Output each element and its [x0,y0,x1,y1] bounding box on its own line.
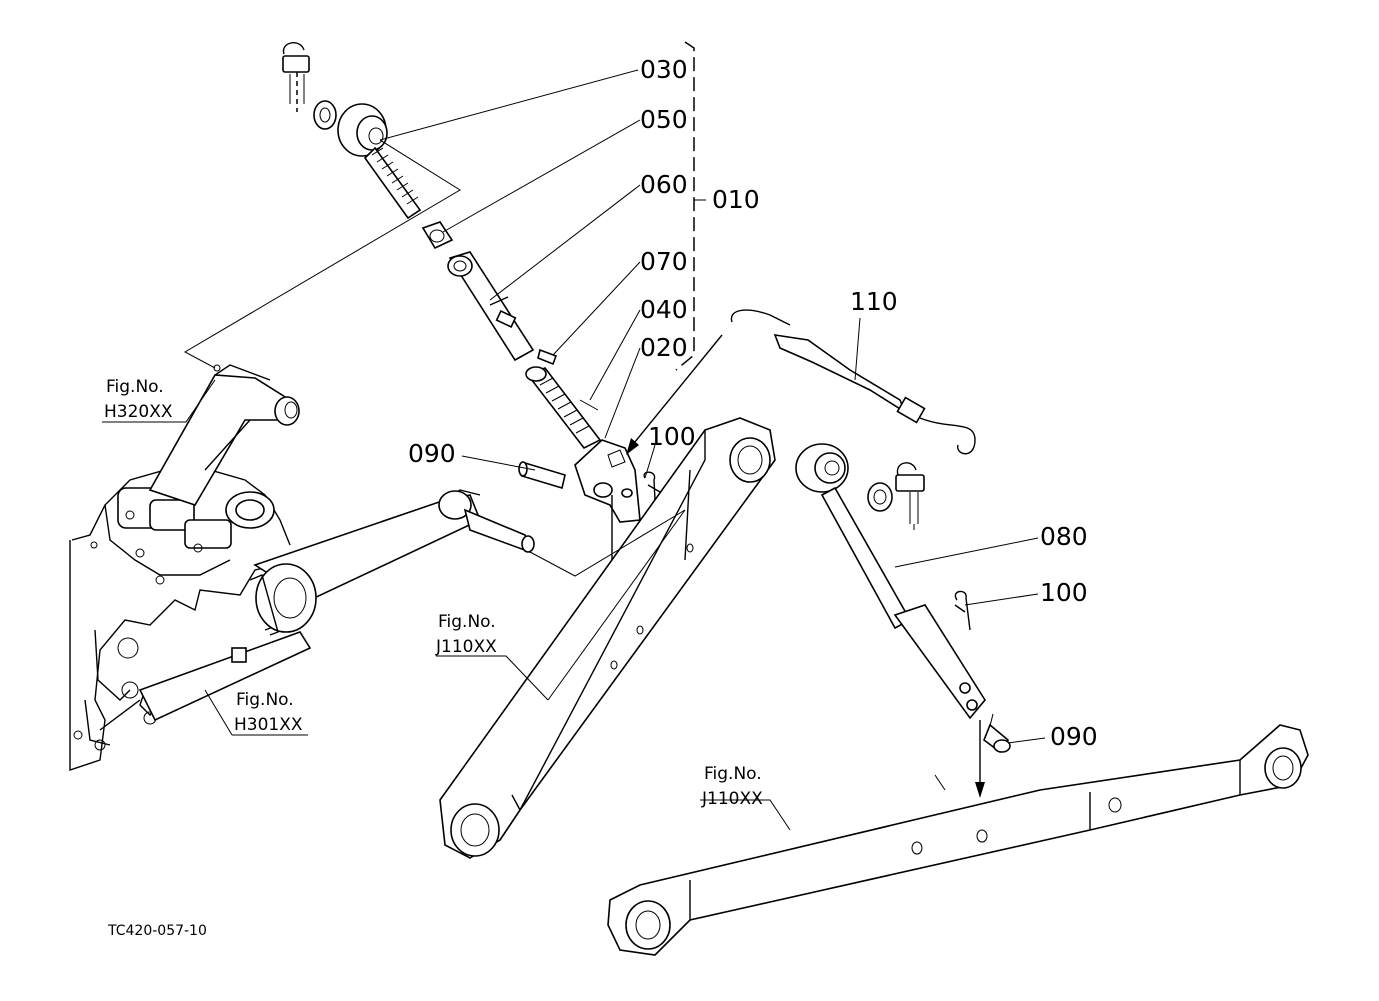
fig-ref-j110-right-caption: Fig.No. [704,764,762,784]
leader-lines [102,69,1046,831]
fig-ref-j110-left-number: J110XX [435,637,497,657]
fig-ref-h301-number: H301XX [234,715,303,735]
part-label-080: 080 [1040,522,1088,551]
cross-shaft-arm [249,489,535,636]
lift-rod [795,443,1011,798]
part-label-030: 030 [640,55,688,84]
part-label-070: 070 [640,247,688,276]
tractor-housing [69,469,321,771]
part-label-040: 040 [640,295,688,324]
part-label-020: 020 [640,333,688,362]
part-label-100-upper: 100 [648,422,696,451]
lift-arm [148,364,300,506]
fig-ref-h320-caption: Fig.No. [106,377,164,397]
lower-link-left [439,417,776,859]
part-label-090-lower: 090 [1050,722,1098,751]
part-label-100-lower: 100 [1040,578,1088,607]
fig-ref-j110-right-number: J110XX [701,789,763,809]
drawing-code: TC420-057-10 [107,923,207,939]
check-chain [626,309,976,455]
part-label-110: 110 [850,287,898,316]
part-label-050: 050 [640,105,688,134]
part-label-060: 060 [640,170,688,199]
top-link-assembly [282,41,706,618]
fig-ref-j110-left-caption: Fig.No. [438,612,496,632]
part-label-090-upper: 090 [408,439,456,468]
bottom-bracket [99,631,312,731]
fig-ref-h320-number: H320XX [104,402,173,422]
fig-ref-h301-caption: Fig.No. [236,690,294,710]
lower-link-right [607,724,1309,956]
part-label-010: 010 [712,185,760,214]
